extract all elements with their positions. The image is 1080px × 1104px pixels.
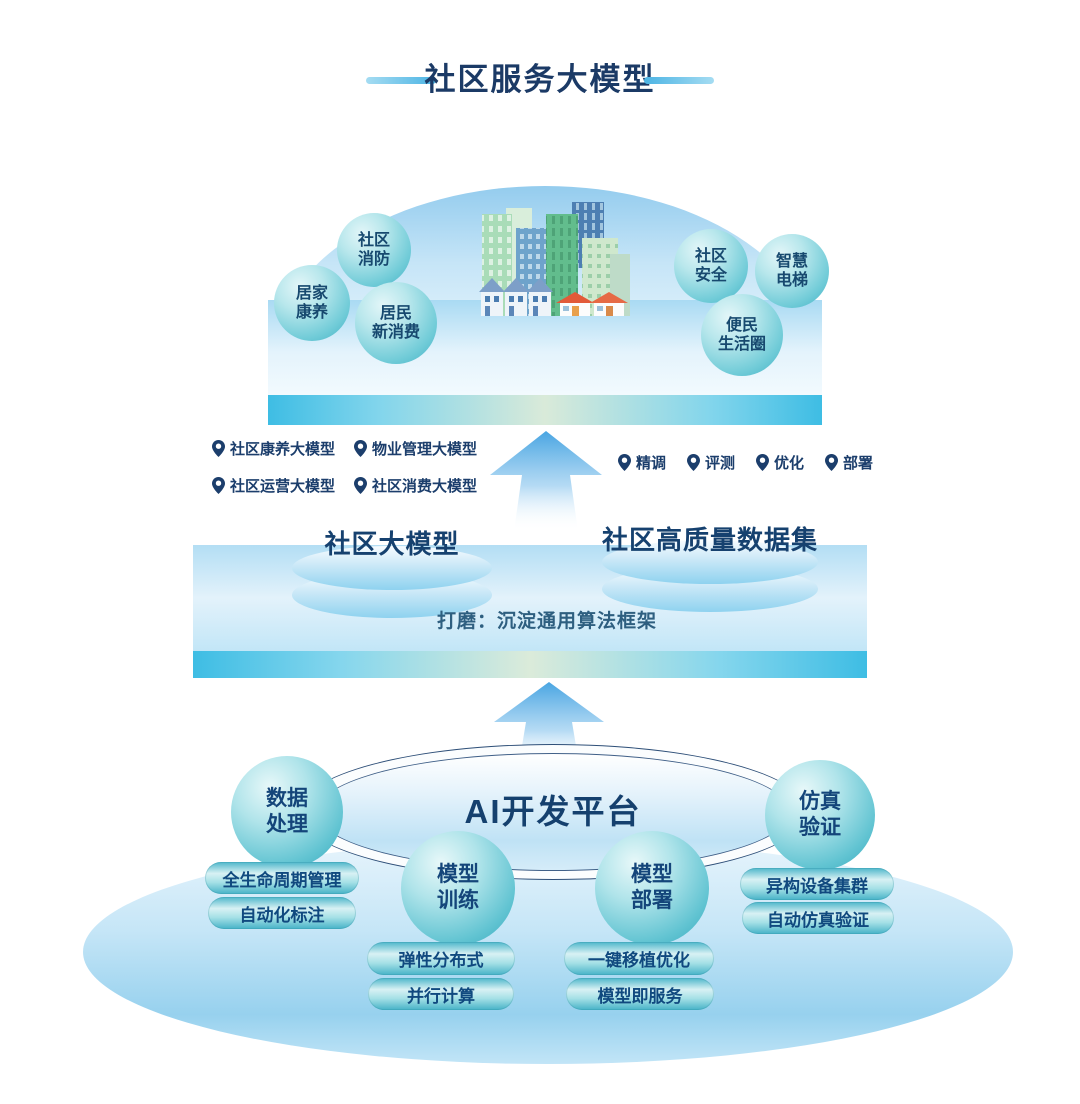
pin-item: 部署: [825, 452, 873, 473]
pill-automated-labeling: 自动化标注: [208, 897, 356, 929]
sphere-simulation-verification: 仿真 验证: [765, 760, 875, 870]
sphere-data-processing: 数据 处理: [231, 756, 343, 868]
ai-platform-label: AI开发平台: [464, 793, 642, 830]
pin-item: 社区消费大模型: [354, 475, 496, 496]
bubble-label: 社区 安全: [694, 247, 727, 284]
bubble-label: 智慧 电梯: [775, 252, 808, 289]
algorithm-framework-caption: 打磨：沉淀通用算法框架: [436, 611, 657, 632]
bubble-label: 社区 消防: [357, 231, 390, 268]
title-dash-left: [366, 77, 436, 84]
bubble-smart-elevator: 智慧 电梯: [755, 234, 829, 308]
sphere-label: 仿真 验证: [799, 789, 841, 839]
pin-label: 社区运营大模型: [230, 478, 336, 495]
bubble-label: 居家 康养: [295, 284, 328, 321]
sphere-label: 模型 训练: [437, 862, 479, 912]
sphere-model-training: 模型 训练: [401, 831, 515, 945]
pin-item: 评测: [687, 452, 735, 473]
pill-lifecycle-management: 全生命周期管理: [205, 862, 359, 894]
location-pin-icon: [756, 454, 770, 471]
bubble-community-safety: 社区 安全: [674, 229, 748, 303]
location-pin-icon: [212, 440, 225, 457]
pin-label: 社区康养大模型: [230, 441, 336, 458]
pin-label: 物业管理大模型: [372, 441, 478, 458]
sphere-label: 数据 处理: [266, 786, 308, 836]
location-pin-icon: [825, 454, 839, 471]
pill-auto-simulation-verification: 自动仿真验证: [742, 902, 894, 934]
model-stack-layer: [292, 546, 492, 590]
title-dash-right: [644, 77, 714, 84]
pin-item: 社区康养大模型: [212, 438, 354, 459]
pin-label: 社区消费大模型: [372, 478, 478, 495]
city-buildings-icon: [479, 202, 630, 316]
pin-label: 部署: [843, 455, 874, 472]
pin-item: 优化: [756, 452, 804, 473]
location-pin-icon: [687, 454, 701, 471]
sphere-label: 模型 部署: [631, 862, 673, 912]
pill-elastic-distributed: 弹性分布式: [367, 942, 515, 975]
pill-parallel-computing: 并行计算: [368, 978, 514, 1010]
pill-model-as-a-service: 模型即服务: [566, 978, 714, 1010]
location-pin-icon: [212, 477, 225, 494]
bubble-new-consumption: 居民 新消费: [355, 282, 437, 364]
bubble-living-circle: 便民 生活圈: [701, 294, 783, 376]
page-title: 社区服务大模型: [424, 62, 656, 97]
pin-label: 精调: [636, 455, 667, 472]
model-pin-list: 社区康养大模型 物业管理大模型 社区运营大模型 社区消费大模型: [212, 438, 496, 496]
bubble-label: 便民 生活圈: [717, 316, 766, 353]
up-arrow-icon: [494, 682, 604, 770]
location-pin-icon: [618, 454, 631, 471]
bubble-home-care: 居家 康养: [274, 265, 350, 341]
pin-item: 物业管理大模型: [354, 438, 496, 459]
pill-heterogeneous-cluster: 异构设备集群: [740, 868, 894, 900]
pin-item: 社区运营大模型: [212, 475, 354, 496]
bubble-label: 居民 新消费: [371, 304, 420, 341]
community-model-label: 社区大模型: [324, 529, 460, 559]
location-pin-icon: [354, 477, 367, 494]
dataset-stack-layer: [602, 540, 818, 584]
process-pin-list: 精调 评测 优化 部署: [618, 452, 873, 473]
pill-one-click-porting: 一键移植优化: [564, 942, 714, 975]
up-arrow-icon: [490, 431, 602, 531]
bubble-community-fire: 社区 消防: [337, 213, 411, 287]
pin-label: 优化: [774, 455, 805, 472]
location-pin-icon: [354, 440, 367, 457]
pin-label: 评测: [705, 455, 736, 472]
sphere-model-deployment: 模型 部署: [595, 831, 709, 945]
dataset-label: 社区高质量数据集: [601, 525, 818, 555]
pin-item: 精调: [618, 452, 666, 473]
